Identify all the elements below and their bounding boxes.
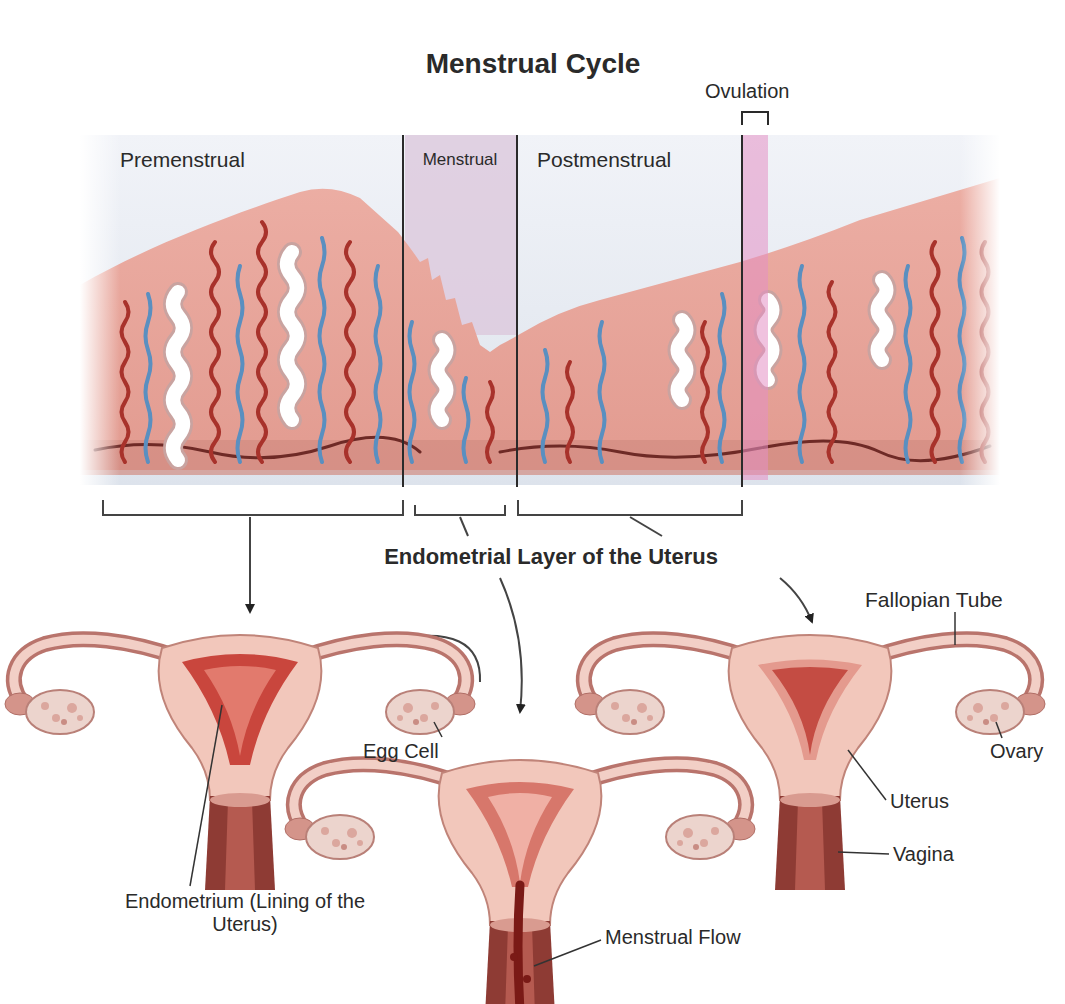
illustration-part bbox=[438, 340, 447, 420]
illustration-part bbox=[122, 302, 129, 462]
illustration-part bbox=[878, 280, 887, 360]
illustration-part bbox=[403, 135, 742, 487]
illustration-part bbox=[285, 760, 755, 1004]
part-label: Fallopian Tube bbox=[865, 588, 1003, 612]
illustration-part bbox=[438, 340, 447, 420]
part-label: Menstrual bbox=[423, 150, 498, 170]
illustration-part bbox=[575, 635, 1045, 890]
part-label: Premenstrual bbox=[120, 148, 245, 172]
illustration-part bbox=[678, 320, 687, 400]
illustration-part bbox=[146, 294, 151, 462]
illustration-part bbox=[190, 612, 1002, 966]
illustration-part bbox=[523, 975, 531, 983]
illustration-part bbox=[772, 667, 848, 755]
part-label: Uterus bbox=[890, 790, 949, 813]
illustration-part bbox=[741, 135, 743, 487]
illustration-part bbox=[567, 362, 573, 462]
illustration-part bbox=[742, 135, 768, 480]
illustration-part bbox=[460, 517, 468, 536]
illustration-part bbox=[932, 242, 939, 462]
part-label: Ovary bbox=[990, 740, 1043, 763]
illustration-part bbox=[287, 252, 297, 420]
illustration-part bbox=[678, 320, 687, 400]
part-label: Menstrual Flow bbox=[605, 926, 741, 949]
illustration-part bbox=[954, 612, 956, 645]
illustration-part bbox=[320, 238, 325, 462]
illustration-part bbox=[80, 135, 120, 485]
illustration-part bbox=[518, 885, 520, 1004]
illustration-part bbox=[190, 705, 222, 886]
part-label: Postmenstrual bbox=[537, 148, 671, 172]
illustration-part bbox=[630, 517, 662, 536]
illustration-part bbox=[996, 722, 1002, 738]
illustration-part bbox=[575, 635, 1045, 890]
illustration-part bbox=[182, 654, 298, 765]
illustration-part bbox=[238, 266, 243, 462]
illustration-part bbox=[258, 222, 266, 462]
illustration-part bbox=[543, 350, 548, 462]
illustration-part bbox=[402, 135, 404, 487]
illustration-part bbox=[346, 242, 354, 462]
illustration-part bbox=[95, 222, 990, 462]
illustration-part bbox=[848, 750, 886, 800]
illustration-part bbox=[960, 135, 1000, 485]
illustration-part bbox=[173, 292, 183, 460]
illustration-part bbox=[516, 135, 518, 487]
illustration-part bbox=[500, 578, 522, 712]
illustration-part bbox=[173, 292, 183, 460]
illustration-part bbox=[466, 782, 574, 887]
part-label: Egg Cell bbox=[363, 740, 439, 763]
illustration-part bbox=[878, 280, 887, 360]
illustration-part bbox=[464, 378, 469, 462]
part-label: Ovulation bbox=[705, 80, 790, 103]
illustration-part bbox=[80, 178, 1000, 470]
illustration-part bbox=[510, 953, 518, 961]
illustration-part bbox=[720, 294, 725, 462]
illustration-part bbox=[838, 852, 889, 854]
illustration-part bbox=[287, 252, 297, 420]
diagram-title: Menstrual Cycle bbox=[426, 48, 641, 80]
illustration-part bbox=[534, 940, 601, 966]
illustration-part bbox=[758, 660, 862, 761]
illustration-part bbox=[211, 242, 219, 462]
illustration-part bbox=[518, 500, 742, 515]
illustration-part bbox=[434, 722, 442, 737]
illustration-part bbox=[173, 252, 887, 460]
illustration-part bbox=[80, 440, 1000, 475]
illustration-part bbox=[702, 322, 708, 462]
illustration-part bbox=[800, 266, 805, 462]
illustration-part bbox=[829, 282, 836, 462]
illustration-part bbox=[285, 760, 755, 1004]
illustration-part bbox=[249, 517, 251, 612]
illustration-part bbox=[173, 252, 887, 460]
illustration-part bbox=[487, 382, 493, 462]
part-label: Endometrium (Lining of the Uterus) bbox=[120, 890, 370, 936]
illustration-part bbox=[742, 112, 768, 125]
illustration-part bbox=[415, 505, 505, 515]
part-label: Endometrial Layer of the Uterus bbox=[384, 544, 718, 569]
illustration-part bbox=[906, 266, 911, 462]
illustration-part bbox=[103, 500, 403, 515]
illustration-part bbox=[410, 322, 415, 462]
illustration-part bbox=[80, 135, 1000, 485]
illustration-part bbox=[376, 266, 381, 462]
illustration-part bbox=[488, 793, 552, 883]
part-label: Vagina bbox=[893, 843, 954, 866]
illustration-part bbox=[146, 238, 965, 462]
illustration-part bbox=[780, 578, 812, 622]
illustration-part bbox=[122, 222, 989, 462]
illustration-part bbox=[600, 322, 605, 462]
